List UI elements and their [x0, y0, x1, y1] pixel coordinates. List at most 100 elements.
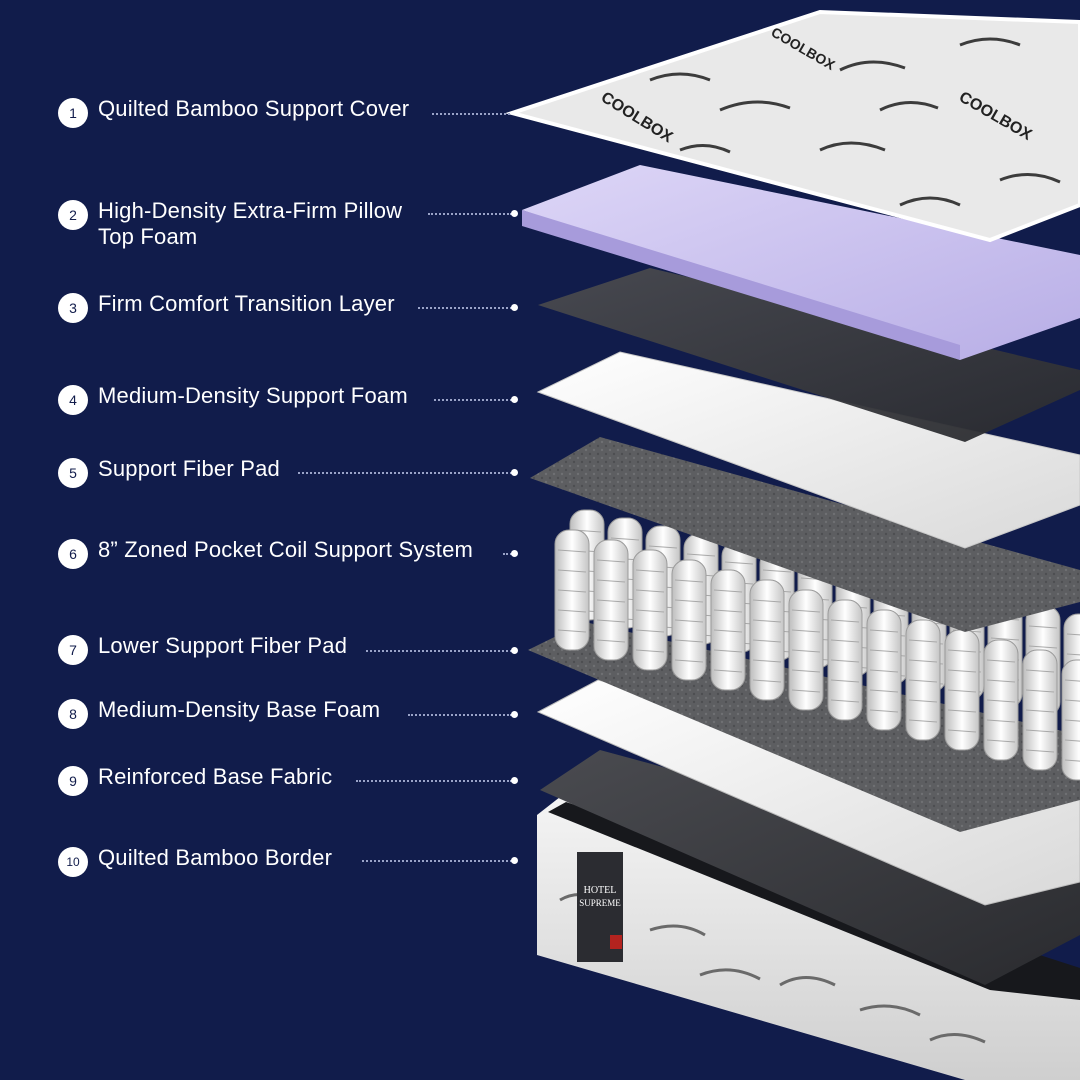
- coil-quilt-line: [674, 579, 704, 583]
- leader-line-5: [298, 472, 512, 474]
- coil-quilt-line: [986, 739, 1016, 743]
- tag-red-mark: [610, 935, 622, 949]
- bamboo-print-icon: [559, 893, 986, 1044]
- number-badge: 10: [58, 847, 88, 877]
- layer-pillow-top-foam: [522, 165, 1080, 360]
- layer-medium-support-foam: [536, 351, 1080, 549]
- label-row-2: 2 High-Density Extra-Firm Pillow Top Foa…: [58, 198, 438, 250]
- label-row-10: 10 Quilted Bamboo Border: [58, 845, 332, 877]
- coil-quilt-line: [908, 659, 938, 663]
- pocket-coil: [593, 539, 629, 661]
- coil-quilt-line: [1028, 625, 1058, 629]
- coil-quilt-line: [762, 569, 792, 573]
- leader-dot-4: [511, 396, 518, 403]
- coil-quilt-line: [869, 629, 899, 633]
- pocket-coil: [749, 579, 785, 701]
- leader-dot-2: [511, 210, 518, 217]
- leader-line-3: [418, 307, 512, 309]
- coil-quilt-line: [830, 619, 860, 623]
- leader-line-1: [432, 113, 510, 115]
- coil-quilt-line: [791, 629, 821, 633]
- leader-line-8: [408, 714, 512, 716]
- coil-quilt-line: [1025, 689, 1055, 693]
- pocket-coil: [554, 529, 590, 651]
- leader-dot-10: [511, 857, 518, 864]
- leader-dot-8: [511, 711, 518, 718]
- pocket-coil: [866, 609, 902, 731]
- coil-quilt-line: [830, 659, 860, 663]
- coil-quilt-line: [752, 619, 782, 623]
- label-row-6: 6 8” Zoned Pocket Coil Support System: [58, 537, 473, 569]
- leader-line-4: [434, 399, 512, 401]
- layer-base-foam: [536, 679, 1080, 906]
- leader-line-7: [366, 650, 512, 652]
- coil-quilt-line: [635, 609, 665, 613]
- pocket-coil: [788, 589, 824, 711]
- pocket-coil: [905, 619, 941, 741]
- coil-quilt-line: [947, 729, 977, 733]
- coil-quilt-line: [648, 545, 678, 549]
- layer-label: Medium-Density Support Foam: [98, 383, 408, 408]
- coil-quilt-line: [830, 679, 860, 683]
- coil-quilt-line: [1064, 679, 1080, 682]
- coil-quilt-line: [791, 649, 821, 653]
- layer-label: Quilted Bamboo Border: [98, 845, 333, 870]
- coil-quilt-line: [830, 639, 860, 643]
- coil-quilt-line: [610, 537, 640, 541]
- coil-quilt-line: [791, 669, 821, 673]
- leader-line-10: [362, 860, 512, 862]
- coil-quilt-line: [557, 589, 587, 593]
- coil-quilt-line: [908, 719, 938, 723]
- coil-quilt-line: [674, 619, 704, 623]
- number-badge: 8: [58, 699, 88, 729]
- leader-dot-7: [511, 647, 518, 654]
- coil-quilt-line: [1025, 729, 1055, 733]
- pillow-top-edge: [522, 210, 960, 360]
- label-row-9: 9 Reinforced Base Fabric: [58, 764, 332, 796]
- coil-quilt-line: [635, 589, 665, 593]
- coil-quilt-line: [557, 629, 587, 633]
- layer-label: 8” Zoned Pocket Coil Support System: [98, 537, 474, 562]
- coil-quilt-line: [752, 679, 782, 683]
- leader-dot-9: [511, 777, 518, 784]
- coil-quilt-line: [869, 689, 899, 693]
- pocket-coil: [1022, 649, 1058, 771]
- label-row-4: 4 Medium-Density Support Foam: [58, 383, 408, 415]
- coil-quilt-line: [1064, 759, 1080, 762]
- leader-dot-5: [511, 469, 518, 476]
- leader-dot-6: [511, 550, 518, 557]
- coil-quilt-line: [986, 679, 1016, 683]
- coil-quilt-line: [596, 639, 626, 643]
- coil-quilt-line: [752, 659, 782, 663]
- number-badge: 1: [58, 98, 88, 128]
- coil-quilt-line: [674, 599, 704, 603]
- coil-quilt-line: [869, 649, 899, 653]
- coil-quilt-line: [869, 709, 899, 713]
- pocket-coil: [827, 599, 863, 721]
- layer-quilted-cover: COOLBOX COOLBOX COOLBOX: [504, 9, 1080, 243]
- coil-quilt-line: [908, 699, 938, 703]
- coil-quilt-line: [596, 579, 626, 583]
- number-badge: 9: [58, 766, 88, 796]
- leader-line-2: [428, 213, 512, 215]
- coil-quilt-line: [990, 637, 1020, 641]
- number-badge: 2: [58, 200, 88, 230]
- layer-label: Medium-Density Base Foam: [98, 697, 381, 722]
- pocket-coil: [671, 559, 707, 681]
- coil-quilt-line: [596, 619, 626, 623]
- leader-line-9: [356, 780, 512, 782]
- coil-quilt-line: [686, 553, 716, 557]
- coil-quilt-line: [752, 639, 782, 643]
- coil-quilt-line: [596, 599, 626, 603]
- cover-top: [504, 9, 1080, 243]
- coil-quilt-line: [713, 629, 743, 633]
- coil-quilt-line: [724, 561, 754, 565]
- coil-quilt-line: [635, 629, 665, 633]
- coil-quilt-line: [1025, 709, 1055, 713]
- coil-quilt-line: [596, 559, 626, 563]
- layer-lower-fiber-pad: [528, 622, 1080, 832]
- coil-quilt-line: [635, 649, 665, 653]
- coil-quilt-line: [986, 719, 1016, 723]
- coil-quilt-line: [1066, 633, 1080, 636]
